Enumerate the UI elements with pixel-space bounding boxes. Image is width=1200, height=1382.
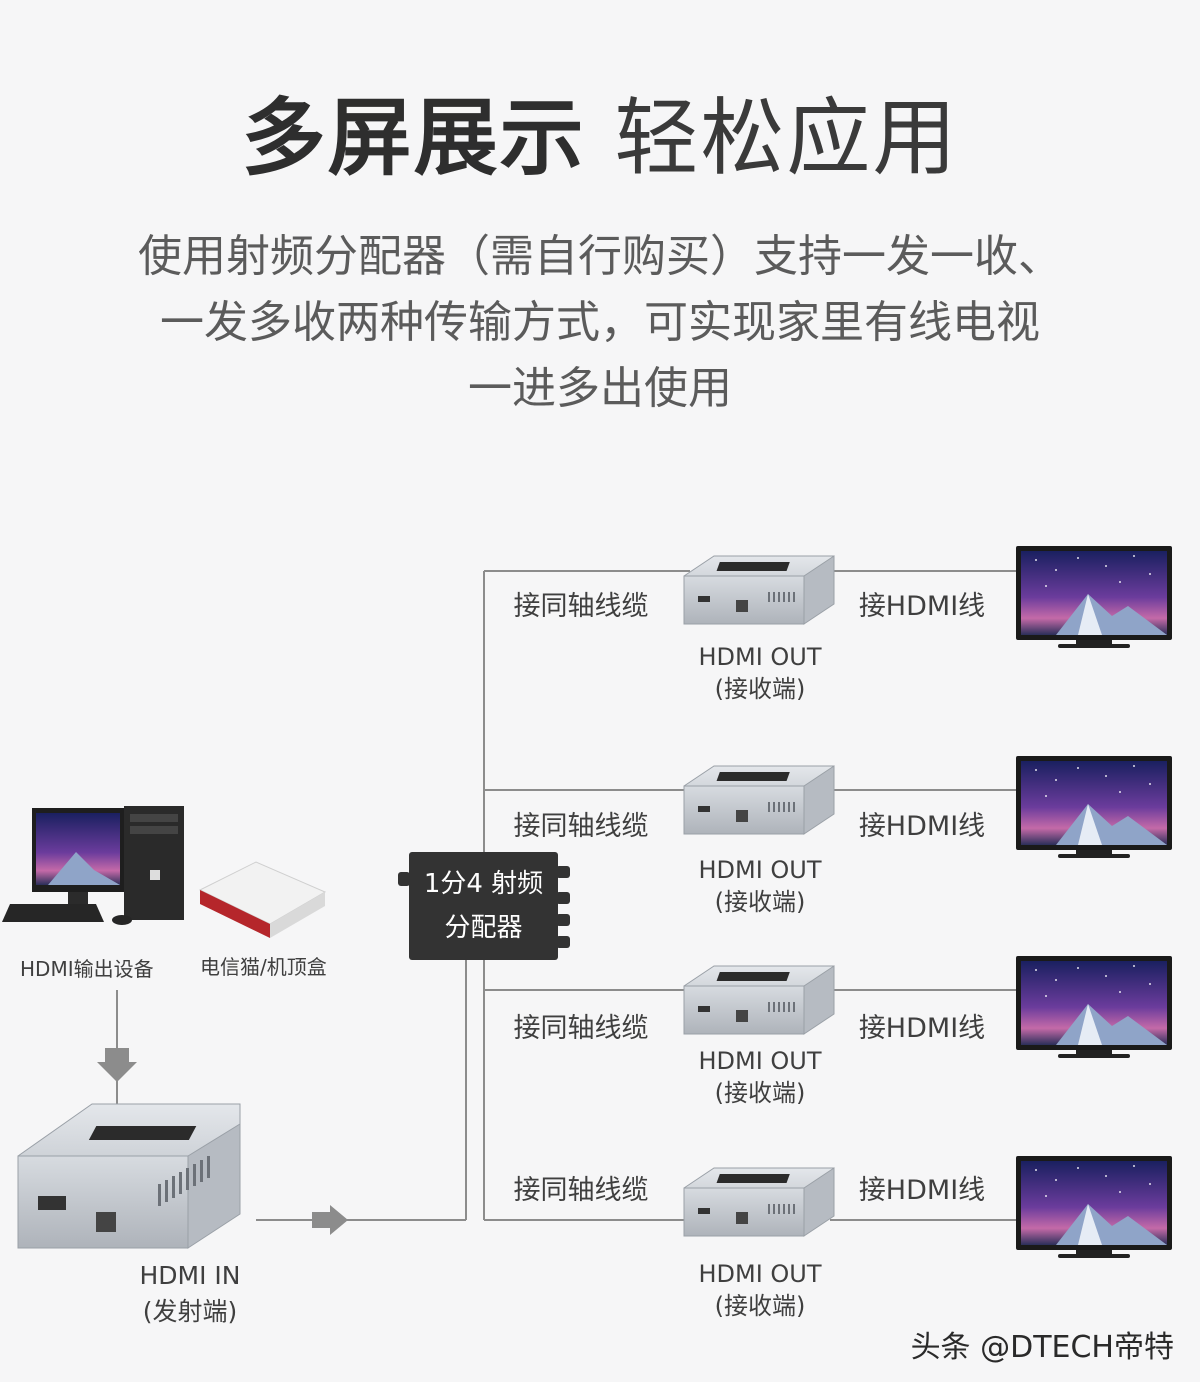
subtitle-line-3: 一进多出使用 xyxy=(468,363,732,414)
hdmi-cable-label: 接HDMI线 xyxy=(858,1175,986,1206)
splitter-line-2: 分配器 xyxy=(444,913,523,943)
receiver-label: HDMI OUT (接收端) xyxy=(680,641,840,705)
arrow-right-icon xyxy=(312,1205,348,1235)
transmitter-device-icon xyxy=(17,1103,241,1249)
settop-label: 电信猫/机顶盒 xyxy=(200,955,327,979)
receiver-label-main: HDMI OUT xyxy=(698,1260,822,1288)
receiver-label-sub: (接收端) xyxy=(714,675,806,703)
tv-icon xyxy=(1016,956,1172,1058)
receiver-device-icon xyxy=(683,555,835,625)
hdmi-cable-label: 接HDMI线 xyxy=(858,811,986,842)
transmitter-label-main: HDMI IN xyxy=(139,1261,241,1290)
page-title: 多屏展示 轻松应用 xyxy=(0,96,1200,180)
subtitle-line-2: 一发多收两种传输方式，可实现家里有线电视 xyxy=(160,297,1040,348)
coax-cable-label: 接同轴线缆 xyxy=(513,591,649,622)
title-bold: 多屏展示 xyxy=(241,89,586,187)
tv-icon xyxy=(1016,546,1172,648)
transmitter-label: HDMI IN (发射端) xyxy=(120,1258,260,1330)
computer-icon xyxy=(2,806,184,925)
tv-icon xyxy=(1016,1156,1172,1258)
receiver-label-main: HDMI OUT xyxy=(698,856,822,884)
hdmi-output-device-label: HDMI输出设备 xyxy=(20,957,154,981)
hdmi-cable-label: 接HDMI线 xyxy=(858,591,986,622)
coax-cable-label: 接同轴线缆 xyxy=(513,1013,649,1044)
tv-icon xyxy=(1016,756,1172,858)
receiver-label-sub: (接收端) xyxy=(714,1079,806,1107)
hdmi-cable-label: 接HDMI线 xyxy=(858,1013,986,1044)
receiver-device-icon xyxy=(683,1167,835,1237)
receiver-label: HDMI OUT (接收端) xyxy=(680,1045,840,1109)
arrow-down-icon xyxy=(97,1048,137,1082)
receiver-label: HDMI OUT (接收端) xyxy=(680,1258,840,1322)
receiver-label-main: HDMI OUT xyxy=(698,643,822,671)
set-top-box-icon xyxy=(198,861,327,938)
receiver-device-icon xyxy=(683,965,835,1035)
receiver-label-sub: (接收端) xyxy=(714,1292,806,1320)
title-light: 轻松应用 xyxy=(614,89,959,187)
coax-cable-label: 接同轴线缆 xyxy=(513,1175,649,1206)
transmitter-label-sub: (发射端) xyxy=(142,1297,238,1326)
receiver-device-icon xyxy=(683,765,835,835)
subtitle-line-1: 使用射频分配器（需自行购买）支持一发一收、 xyxy=(138,231,1062,282)
receiver-label: HDMI OUT (接收端) xyxy=(680,854,840,918)
receiver-label-main: HDMI OUT xyxy=(698,1047,822,1075)
splitter-connectors xyxy=(398,866,570,948)
rf-splitter-box: 1分4 射频 分配器 xyxy=(409,852,558,960)
receiver-label-sub: (接收端) xyxy=(714,888,806,916)
coax-cable-label: 接同轴线缆 xyxy=(513,811,649,842)
watermark: 头条 @DTECH帝特 xyxy=(910,1330,1174,1365)
subtitle: 使用射频分配器（需自行购买）支持一发一收、 一发多收两种传输方式，可实现家里有线… xyxy=(0,224,1200,422)
splitter-line-1: 1分4 射频 xyxy=(423,869,544,899)
